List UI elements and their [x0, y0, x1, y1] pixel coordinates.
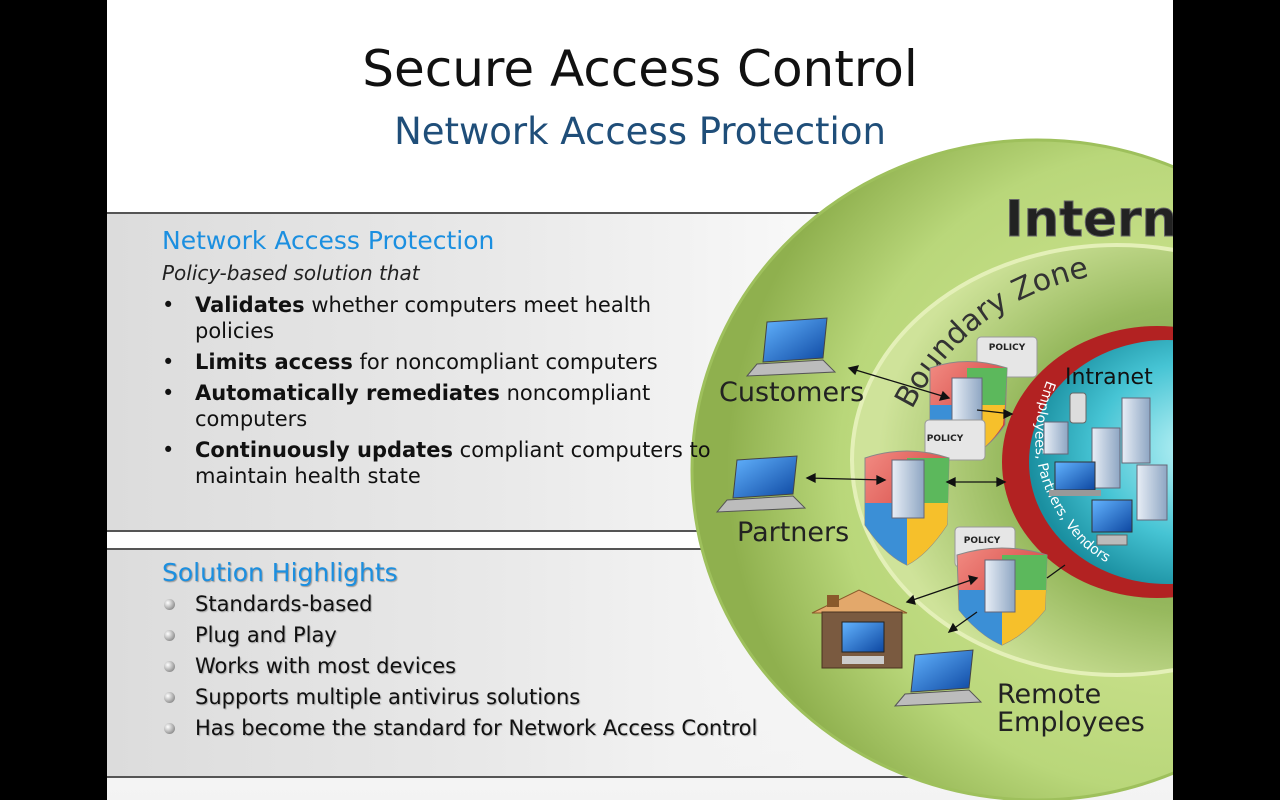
partners-label: Partners: [737, 517, 849, 548]
remote-label-line1: Remote: [997, 679, 1101, 710]
list-item: Works with most devices: [162, 653, 762, 684]
svg-text:POLICY: POLICY: [964, 536, 1001, 546]
slide-title: Secure Access Control: [362, 40, 918, 98]
list-item: •Validates whether computers meet health…: [162, 293, 652, 343]
intranet-label: Intranet: [1065, 365, 1153, 390]
bullet-ball-icon: [164, 661, 175, 672]
policy-shield-bottom: POLICY: [954, 526, 1048, 646]
list-item: •Continuously updates compliant computer…: [162, 438, 711, 488]
policy-shield-middle: POLICY: [864, 419, 986, 566]
customers-laptop-icon: [745, 317, 837, 377]
nap-heading: Network Access Protection: [162, 226, 495, 255]
list-item: •Automatically remediates noncompliant c…: [162, 381, 651, 431]
customers-label: Customers: [719, 377, 864, 408]
connection-arrows: [805, 365, 1066, 633]
list-item: Plug and Play: [162, 622, 762, 653]
list-item: •Limits access for noncompliant computer…: [162, 350, 658, 374]
bullet-ball-icon: [164, 692, 175, 703]
remote-laptop-icon: [893, 649, 983, 707]
internet-label: Internet: [1005, 190, 1173, 248]
network-zones-diagram: Internet Boundary Zone Intranet Employee…: [690, 138, 1173, 800]
partners-laptop-icon: [715, 455, 807, 513]
remote-label-line2: Employees: [997, 707, 1145, 738]
highlights-heading: Solution Highlights: [162, 558, 398, 587]
slide: Secure Access Control Network Access Pro…: [107, 0, 1173, 800]
nap-bullet-list: •Validates whether computers meet health…: [162, 292, 722, 494]
home-office-icon: [811, 589, 908, 669]
intranet-devices: [1043, 392, 1168, 546]
list-item: Has become the standard for Network Acce…: [162, 715, 762, 746]
list-item: Supports multiple antivirus solutions: [162, 684, 762, 715]
svg-text:POLICY: POLICY: [989, 343, 1026, 353]
bullet-ball-icon: [164, 630, 175, 641]
bullet-ball-icon: [164, 723, 175, 734]
list-item: Standards-based: [162, 591, 762, 622]
slide-subtitle: Network Access Protection: [394, 110, 886, 153]
svg-text:POLICY: POLICY: [927, 434, 964, 444]
highlights-list: Standards-based Plug and Play Works with…: [162, 591, 762, 746]
bullet-ball-icon: [164, 599, 175, 610]
nap-lead: Policy-based solution that: [162, 261, 420, 285]
